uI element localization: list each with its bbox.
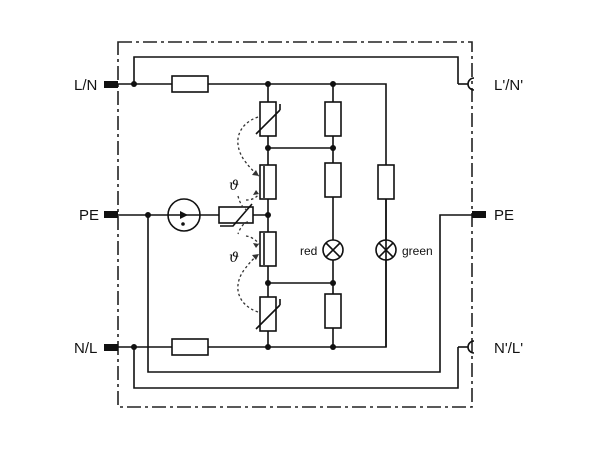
- resistor-mid-top: [324, 101, 342, 137]
- terminal-pe-right: [472, 211, 486, 218]
- label-nl-out: N'/L': [494, 340, 523, 357]
- label-green: green: [402, 244, 433, 258]
- varistor-bottom: [259, 296, 277, 332]
- wire-ln-passthrough: [118, 56, 459, 85]
- thermal-coupling-top: ϑ: [229, 116, 260, 211]
- label-ln: L/N: [74, 77, 97, 94]
- fuse-top: [171, 75, 209, 93]
- wire-pe-loop: [147, 214, 472, 373]
- lamp-red: [322, 239, 344, 261]
- resistor-mid-center: [324, 162, 342, 198]
- lamp-green: [375, 239, 397, 261]
- terminal-ln: [104, 81, 118, 88]
- label-ln-out: L'/N': [494, 77, 523, 94]
- fuse-bottom: [171, 338, 209, 356]
- thermal-fuse-top: [259, 164, 277, 200]
- label-pe-left: PE: [79, 207, 99, 224]
- plug-nl-out: [467, 340, 475, 354]
- varistor-top: [259, 101, 277, 137]
- terminal-pe-left: [104, 211, 118, 218]
- plug-ln-out: [467, 77, 475, 91]
- label-nl: N/L: [74, 340, 97, 357]
- label-red: red: [300, 244, 317, 258]
- terminal-nl: [104, 344, 118, 351]
- housing-outline: [117, 41, 473, 408]
- wire-nl-passthrough: [118, 346, 459, 389]
- thermal-fuse-bottom: [259, 231, 277, 267]
- thermal-coupling-bottom: ϑ: [229, 221, 260, 313]
- theta-top: ϑ: [229, 178, 239, 194]
- resistor-right: [377, 164, 395, 200]
- theta-bottom: ϑ: [229, 250, 239, 266]
- label-pe-right: PE: [494, 207, 514, 224]
- resistor-mid-bottom: [324, 293, 342, 329]
